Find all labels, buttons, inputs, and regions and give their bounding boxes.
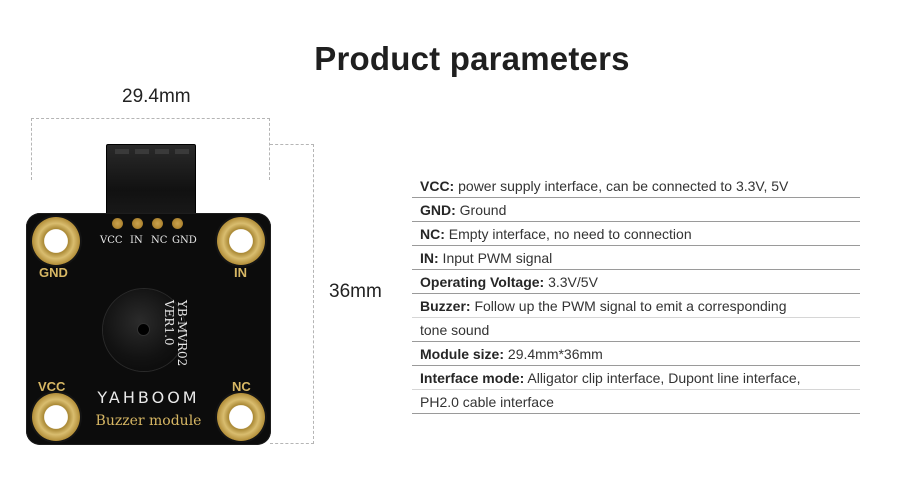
product-image: VCC IN NC GND GND IN VCC NC YAHBOOM Buzz… [0, 0, 320, 470]
module-name: Buzzer module [95, 413, 202, 429]
mounting-pad-top-left [32, 217, 80, 265]
width-dimension-label: 29.4mm [122, 86, 191, 107]
pin-label-vcc: VCC [100, 235, 123, 246]
height-dimension-guide [270, 144, 314, 444]
param-row-vcc: VCC: power supply interface, can be conn… [412, 174, 860, 198]
pin-label-nc: NC [151, 235, 168, 246]
param-row-interface-cont: PH2.0 cable interface [412, 390, 860, 414]
buzzer-hole [138, 324, 149, 335]
pin-label-in: IN [130, 235, 143, 246]
page-title: Product parameters [314, 40, 630, 77]
corner-label-bottom-left: VCC [38, 379, 66, 394]
param-row-in: IN: Input PWM signal [412, 246, 860, 270]
height-dimension-label: 36mm [329, 281, 382, 302]
corner-label-top-right: IN [234, 265, 247, 280]
model-marking: YB-MVR02 VER1.0 [162, 300, 189, 367]
pin-pad [152, 218, 163, 229]
corner-label-bottom-right: NC [232, 379, 251, 394]
pin-label-gnd: GND [172, 235, 197, 246]
mounting-pad-top-right [217, 217, 265, 265]
pin-pad [112, 218, 123, 229]
param-row-nc: NC: Empty interface, no need to connecti… [412, 222, 860, 246]
param-row-size: Module size: 29.4mm*36mm [412, 342, 860, 366]
pin-pad [172, 218, 183, 229]
param-row-gnd: GND: Ground [412, 198, 860, 222]
pcb-board: VCC IN NC GND GND IN VCC NC YAHBOOM Buzz… [26, 213, 271, 445]
width-dimension-guide [31, 118, 270, 180]
parameter-table: VCC: power supply interface, can be conn… [412, 174, 860, 414]
mounting-pad-bottom-left [32, 393, 80, 441]
param-row-voltage: Operating Voltage: 3.3V/5V [412, 270, 860, 294]
param-row-buzzer-cont: tone sound [412, 318, 860, 342]
connector-header [106, 144, 196, 222]
corner-label-top-left: GND [39, 265, 68, 280]
brand-logo: YAHBOOM [97, 388, 200, 407]
pin-pad [132, 218, 143, 229]
buzzer-component [103, 289, 185, 371]
param-row-buzzer: Buzzer: Follow up the PWM signal to emit… [412, 294, 860, 318]
param-row-interface: Interface mode: Alligator clip interface… [412, 366, 860, 390]
mounting-pad-bottom-right [217, 393, 265, 441]
